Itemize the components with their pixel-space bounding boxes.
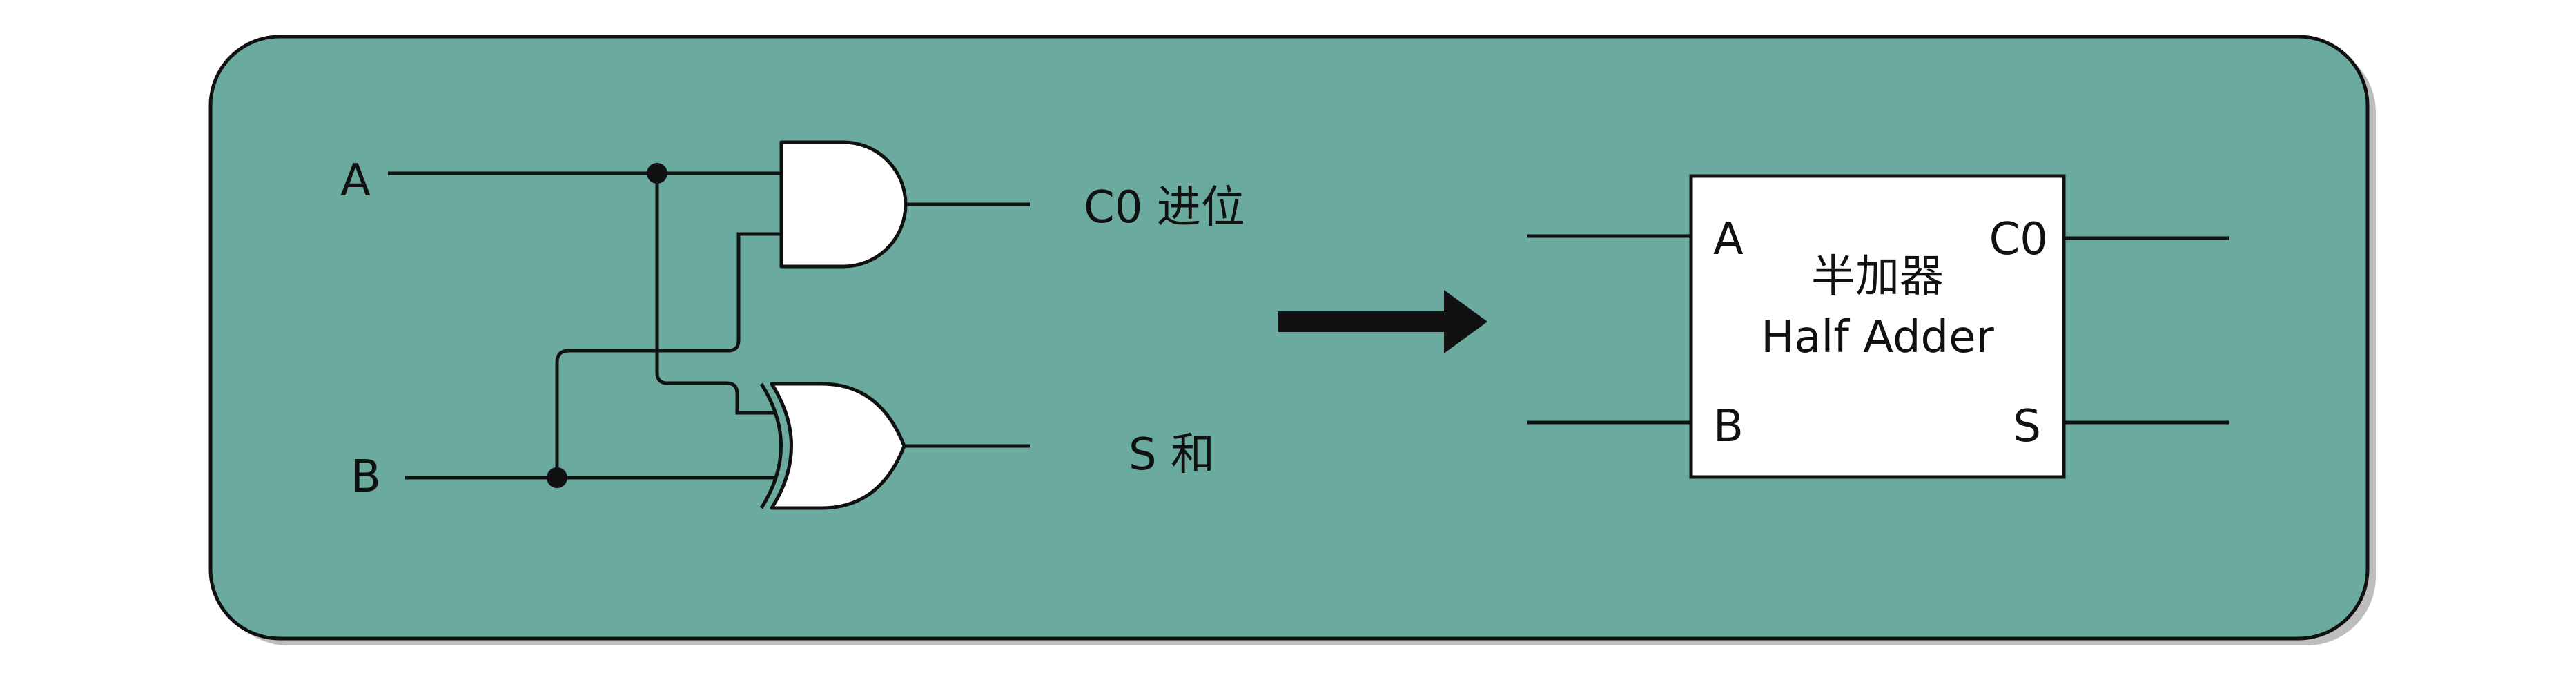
block-pin-a: A: [1713, 214, 1744, 265]
junction-b: [547, 467, 567, 488]
and-gate: [779, 140, 908, 269]
wire-b-to-and: [555, 232, 781, 478]
block-pin-s: S: [2013, 401, 2041, 452]
block-pin-b: B: [1713, 401, 1744, 452]
input-b-label: B: [351, 451, 381, 503]
block-title-en: Half Adder: [1761, 312, 1994, 363]
block-title-cn: 半加器: [1811, 251, 1944, 302]
half-adder-block: [1689, 174, 2066, 479]
input-a-label: A: [340, 155, 371, 206]
output-carry-label: C0 进位: [1084, 182, 1245, 233]
output-sum-label: S 和: [1129, 429, 1215, 480]
junction-a: [647, 163, 667, 184]
arrow-icon: [1278, 290, 1487, 353]
xor-gate-extra-arc: [759, 382, 783, 509]
xor-gate: [770, 382, 906, 510]
wire-a-to-xor: [655, 173, 777, 415]
block-pin-c0: C0: [1989, 214, 2048, 265]
